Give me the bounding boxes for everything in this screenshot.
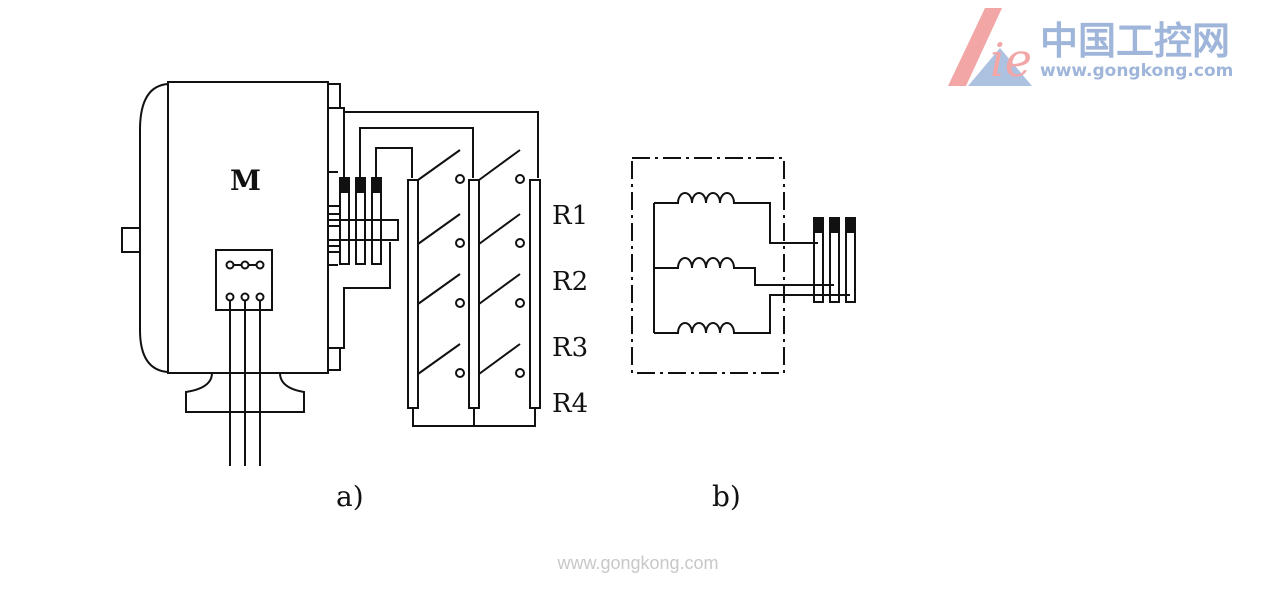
brush-b-3 <box>845 217 856 233</box>
terminal-bottom-3 <box>255 292 265 302</box>
contact-pivot <box>515 174 525 184</box>
lead-ring3 <box>375 147 413 178</box>
contact-pivot <box>515 368 525 378</box>
logo-triangle-icon <box>968 48 1032 86</box>
slip-rings-b <box>813 217 856 303</box>
watermark-url: www.gongkong.com <box>1040 61 1233 81</box>
resistor-bank <box>407 179 541 427</box>
motor-flange-bottom <box>327 347 341 371</box>
contact-row-1 <box>417 213 521 245</box>
resistor-column-2 <box>468 179 480 409</box>
housing-hatching <box>328 205 340 253</box>
rotor-shaft <box>327 219 399 241</box>
contact-pivot <box>455 174 465 184</box>
resistor-label-r3: R3 <box>552 333 588 363</box>
star-point <box>412 408 536 427</box>
resistor-label-r2: R2 <box>552 267 588 297</box>
contact-pivot <box>455 238 465 248</box>
resistor-column-3 <box>529 179 541 409</box>
motor-assembly <box>121 81 341 466</box>
terminal-top-2 <box>240 260 250 270</box>
rotor-winding-diagram <box>631 157 850 374</box>
watermark-logo: ie 中国工控网 www.gongkong.com <box>948 8 1233 87</box>
contact-pivot <box>515 238 525 248</box>
motor-shaft <box>121 227 141 253</box>
caption-b: b) <box>712 480 741 513</box>
motor-end-cover <box>139 83 169 373</box>
winding-3 <box>654 294 850 334</box>
contact-pivot <box>455 368 465 378</box>
brush-3 <box>371 177 382 193</box>
contact-row-3 <box>417 343 521 375</box>
lead-ring2 <box>359 127 474 178</box>
resistor-label-r4: R4 <box>552 389 588 419</box>
housing-outline <box>328 107 391 349</box>
brush-b-1 <box>813 217 824 233</box>
motor-flange-top <box>327 83 341 109</box>
brush-b-2 <box>829 217 840 233</box>
caption-a: a) <box>336 480 364 513</box>
contact-row-2 <box>417 273 521 305</box>
lead-ring1 <box>343 111 539 178</box>
terminal-bottom-1 <box>225 292 235 302</box>
logo-slash-icon <box>948 8 1002 86</box>
brush-1 <box>339 177 350 193</box>
contact-pivot <box>515 298 525 308</box>
footer-watermark: www.gongkong.com <box>556 553 718 573</box>
winding-1 <box>654 192 818 244</box>
slip-ring-housing <box>327 107 399 349</box>
terminal-bottom-2 <box>240 292 250 302</box>
supply-leads <box>229 301 261 466</box>
motor-body <box>167 81 329 374</box>
watermark-chinese: 中国工控网 <box>1040 19 1230 63</box>
terminal-top-3 <box>255 260 265 270</box>
contact-row-0 <box>417 149 521 181</box>
rotor-boundary <box>631 157 785 374</box>
terminal-top-1 <box>225 260 235 270</box>
resistor-label-r1: R1 <box>552 201 588 231</box>
shorting-contacts <box>417 149 525 378</box>
housing-ribs <box>328 171 338 266</box>
motor-label: M <box>230 164 261 197</box>
logo-letters: ie <box>990 33 1032 87</box>
contact-pivot <box>455 298 465 308</box>
winding-2 <box>654 257 834 286</box>
brush-2 <box>355 177 366 193</box>
resistor-column-1 <box>407 179 419 409</box>
